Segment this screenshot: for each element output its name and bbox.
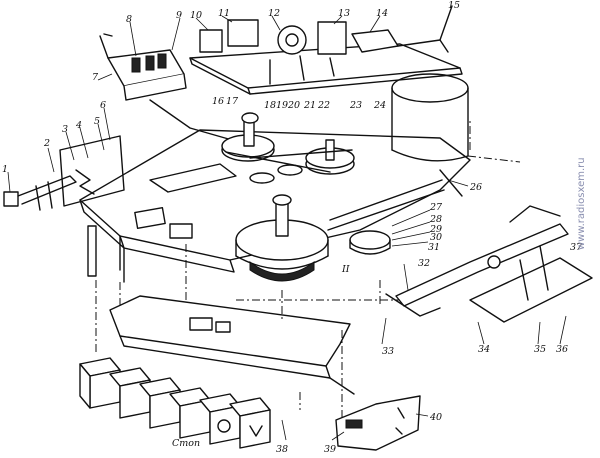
head-assembly (99, 33, 233, 141)
label-11: 11 (218, 8, 230, 19)
label-18: 18 (264, 100, 276, 111)
main-chassis (79, 129, 471, 283)
button-panel (109, 295, 355, 395)
label-35: 35 (534, 344, 546, 355)
label-12: 12 (268, 8, 280, 19)
motor-cylinder (391, 73, 469, 162)
label-7: 7 (92, 72, 99, 83)
label-4: 4 (75, 120, 82, 131)
label-3: 3 (62, 124, 68, 135)
watermark: www.radiosxem.ru (576, 157, 587, 250)
label-37: 37 (570, 242, 583, 253)
label-40: 40 (429, 412, 442, 423)
label-30: 30 (430, 232, 442, 243)
label-22: 22 (317, 100, 330, 111)
label-2: 2 (43, 138, 50, 149)
leader-lines (7, 15, 567, 441)
label-34: 34 (478, 344, 490, 355)
flywheel-group (221, 112, 463, 282)
label-24: 24 (373, 100, 386, 111)
label-8: 8 (126, 14, 132, 25)
label-20: 20 (287, 100, 300, 111)
label-28: 28 (429, 214, 442, 225)
label-II: II (341, 264, 350, 275)
label-5: 5 (94, 116, 100, 127)
stop-label: Стоп (172, 438, 200, 449)
label-10: 10 (190, 10, 202, 21)
label-21: 21 (303, 100, 316, 111)
upper-plate (189, 5, 463, 95)
label-29: 29 (429, 224, 442, 235)
label-38: 38 (276, 444, 288, 455)
label-17: 17 (226, 96, 239, 107)
label-27: 27 (429, 202, 443, 213)
part-labels: 1 2 3 4 5 6 7 8 9 10 11 12 13 14 15 16 1… (2, 0, 583, 455)
label-31: 31 (428, 242, 440, 253)
right-slides (385, 205, 593, 323)
label-36: 36 (556, 344, 568, 355)
left-brackets (3, 135, 125, 277)
label-39: 39 (324, 444, 336, 455)
label-15: 15 (448, 0, 460, 11)
label-13: 13 (338, 8, 350, 19)
keys-row (79, 357, 271, 449)
label-32: 32 (418, 258, 430, 269)
label-19: 19 (276, 100, 288, 111)
label-26: 26 (469, 182, 482, 193)
label-6: 6 (100, 100, 106, 111)
assembly-lines (95, 120, 521, 420)
cassette-lid (335, 395, 421, 451)
label-16: 16 (212, 96, 224, 107)
label-23: 23 (349, 100, 362, 111)
label-14: 14 (376, 8, 388, 19)
label-1: 1 (2, 164, 8, 175)
label-33: 33 (382, 346, 394, 357)
label-9: 9 (176, 10, 182, 21)
